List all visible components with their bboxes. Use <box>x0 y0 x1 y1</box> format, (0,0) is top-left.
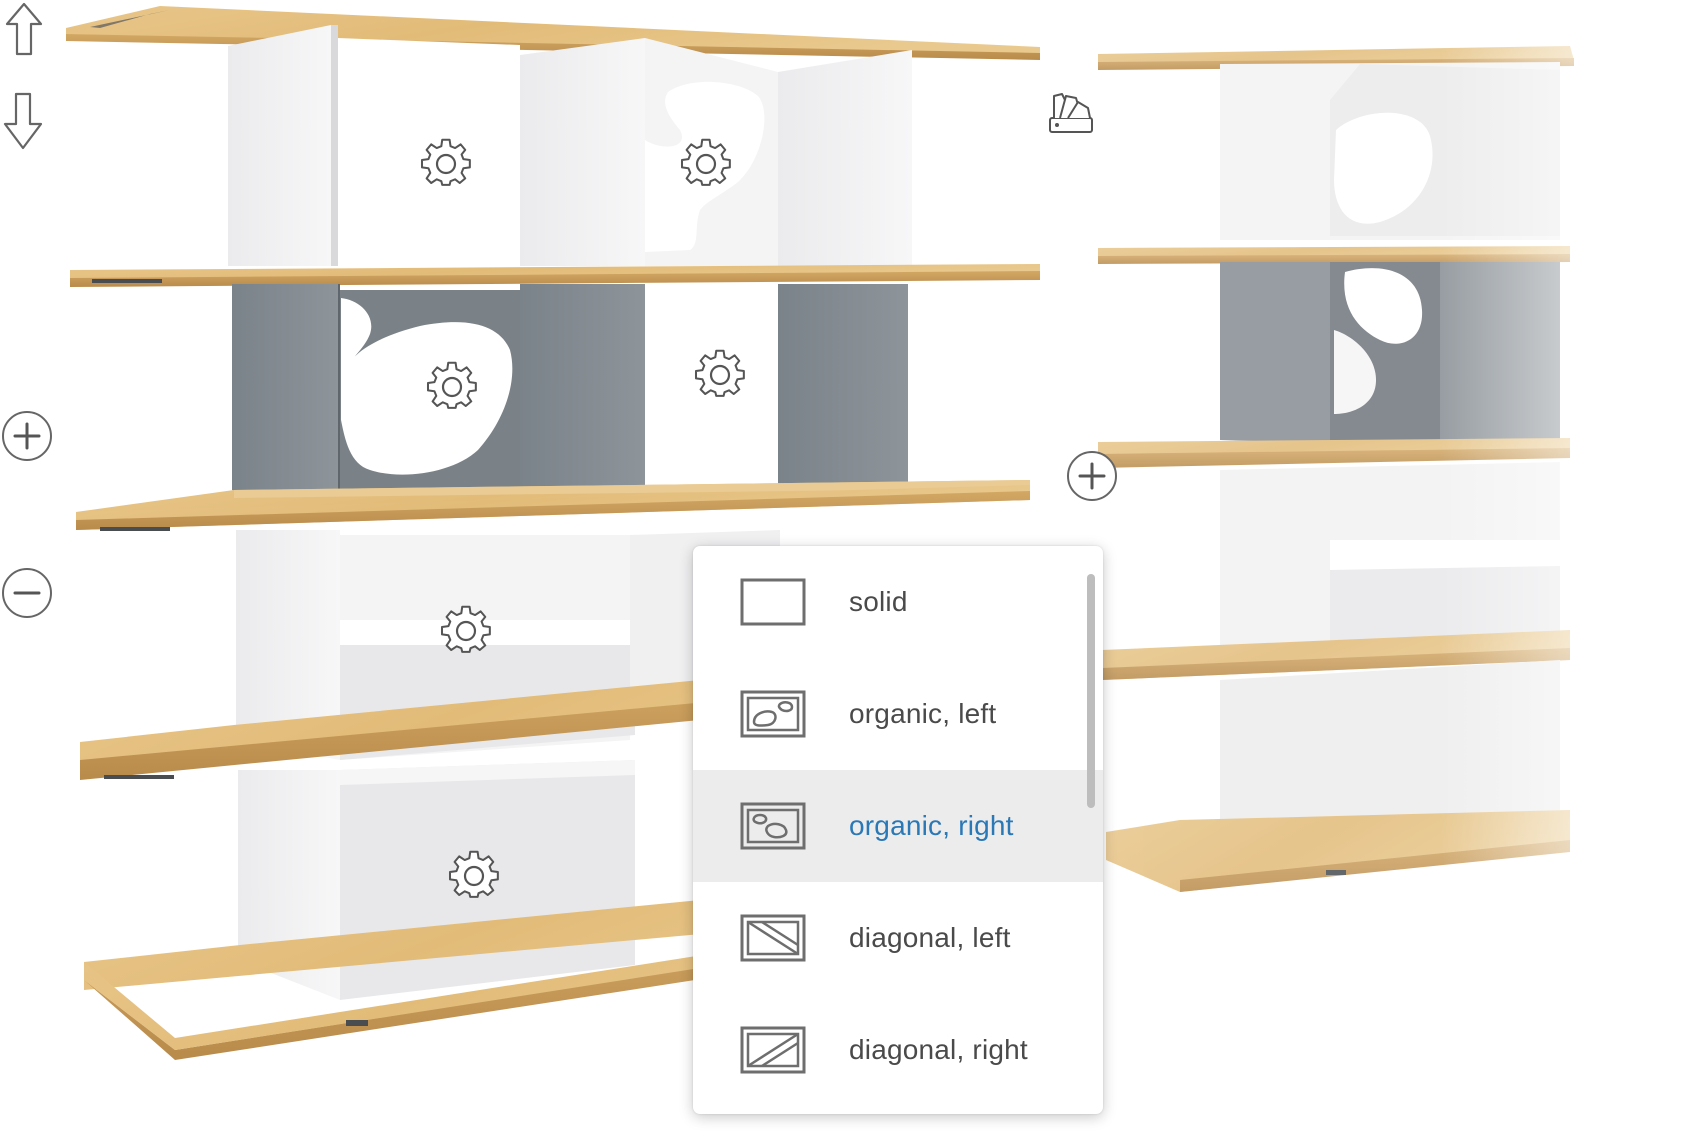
move-down-button[interactable] <box>2 92 44 150</box>
gear-icon <box>694 349 745 397</box>
arrow-up-icon <box>5 2 43 56</box>
move-up-button[interactable] <box>4 2 44 56</box>
option-label: organic, left <box>849 698 997 729</box>
plus-circle-icon <box>2 411 52 461</box>
dropdown-scrollbar[interactable] <box>1087 574 1095 808</box>
option-organic-left[interactable]: organic, left <box>693 658 1103 770</box>
option-label: diagonal, left <box>849 922 1011 953</box>
configure-compartment-button[interactable] <box>440 605 492 657</box>
configure-compartment-button[interactable] <box>420 138 472 190</box>
configure-compartment-button[interactable] <box>426 361 478 413</box>
gear-icon <box>420 138 471 186</box>
solid-pattern-icon <box>740 578 806 626</box>
materials-button[interactable] <box>1046 88 1096 136</box>
remove-row-button[interactable] <box>1 567 53 619</box>
arrow-down-icon <box>3 92 43 150</box>
gear-icon <box>448 850 499 898</box>
option-label: diagonal, right <box>849 1034 1028 1065</box>
gear-icon <box>440 605 491 653</box>
diagonal-left-pattern-icon <box>740 914 806 962</box>
gear-icon <box>680 138 731 186</box>
diagonal-right-pattern-icon <box>740 1026 806 1074</box>
color-swatches-icon <box>1049 93 1093 133</box>
option-label: organic, right <box>849 810 1014 841</box>
minus-circle-icon <box>2 568 52 618</box>
configure-compartment-button[interactable] <box>694 349 746 401</box>
add-column-button[interactable] <box>1066 450 1118 502</box>
option-organic-right[interactable]: organic, right <box>693 770 1103 882</box>
configure-compartment-button[interactable] <box>680 138 732 190</box>
option-solid[interactable]: solid <box>693 546 1103 658</box>
option-diagonal-right[interactable]: diagonal, right <box>693 994 1103 1106</box>
add-row-button[interactable] <box>1 410 53 462</box>
gear-icon <box>426 361 477 409</box>
option-label: solid <box>849 586 908 617</box>
plus-circle-icon <box>1067 451 1117 501</box>
configure-compartment-button[interactable] <box>448 850 500 902</box>
organic-left-pattern-icon <box>740 690 806 738</box>
panel-pattern-dropdown[interactable]: solid organic, left organic, right diago… <box>693 546 1103 1114</box>
organic-right-pattern-icon <box>740 802 806 850</box>
option-diagonal-left[interactable]: diagonal, left <box>693 882 1103 994</box>
